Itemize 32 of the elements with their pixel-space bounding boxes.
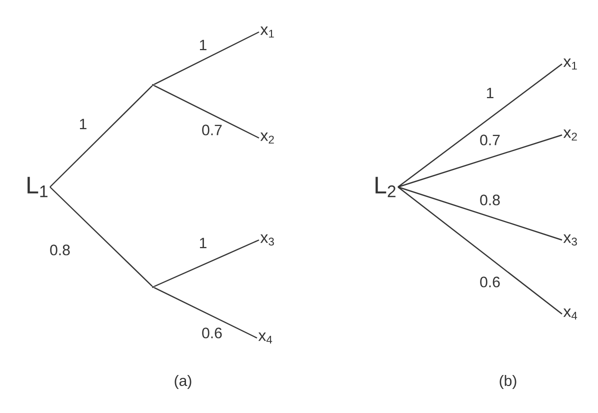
- edge-label: 0.6: [200, 326, 224, 340]
- panel-caption: (a): [174, 375, 192, 389]
- outcome-label: x$_{4}$: [258, 332, 272, 344]
- branch-line: [398, 186, 562, 314]
- branch-line: [154, 239, 260, 288]
- branch-line: [154, 85, 260, 139]
- edge-label: 0.8: [478, 194, 502, 206]
- branch-line: [398, 64, 562, 188]
- branch-line: [154, 287, 258, 339]
- root-label: L$_{2}$: [376, 176, 396, 198]
- outcome-label: x$_{1}$: [260, 26, 274, 38]
- outcome-label: x$_{3}$: [563, 234, 577, 246]
- branch-line: [398, 134, 562, 188]
- root-label: L$_{1}$: [28, 176, 48, 198]
- edge-label: 0.8: [48, 244, 72, 256]
- edge-label: 1: [198, 38, 208, 52]
- outcome-label: x$_{4}$: [563, 308, 578, 320]
- outcome-label: x$_{3}$: [260, 234, 274, 246]
- edge-label: 0.7: [478, 134, 502, 146]
- edge-label: 1: [78, 118, 88, 130]
- panel-caption: (b): [500, 375, 516, 389]
- branch-line: [154, 31, 260, 85]
- edge-label: 1: [484, 86, 496, 100]
- branch-line: [50, 186, 153, 287]
- edge-label: 1: [198, 236, 208, 250]
- edge-label: 0.6: [478, 276, 502, 288]
- outcome-label: x$_{2}$: [260, 132, 274, 144]
- outcome-label: x$_{1}$: [563, 58, 577, 70]
- edge-label: 0.7: [200, 124, 224, 136]
- branch-line: [50, 85, 153, 188]
- branch-line: [398, 186, 562, 241]
- outcome-label: x$_{2}$: [563, 129, 577, 141]
